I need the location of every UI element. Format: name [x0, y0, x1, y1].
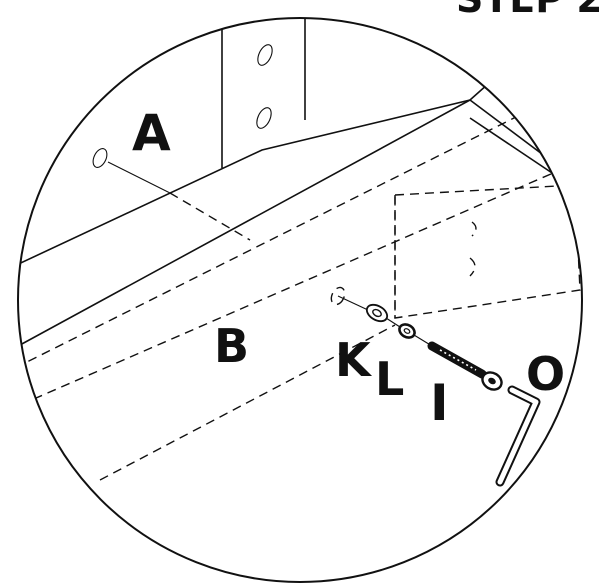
bracket-hole-upper: [257, 44, 273, 66]
label-a: A: [132, 104, 171, 162]
bracket-hole-lower: [256, 107, 272, 129]
step-heading: STEP 2: [456, 0, 599, 21]
hex-key-o: [495, 385, 541, 487]
hole-a: [92, 148, 108, 168]
spring-washer-l: [398, 323, 416, 339]
leader-a-to-b: [169, 192, 251, 241]
label-i: I: [430, 374, 449, 432]
detail-circle: [17, 17, 583, 583]
target-hole: [330, 286, 369, 311]
label-l: L: [375, 352, 404, 406]
bolt-i: [427, 341, 503, 391]
label-k: K: [335, 333, 373, 387]
hidden-bracket-plate: [394, 184, 581, 319]
label-b: B: [214, 319, 249, 373]
label-o: O: [526, 347, 565, 401]
